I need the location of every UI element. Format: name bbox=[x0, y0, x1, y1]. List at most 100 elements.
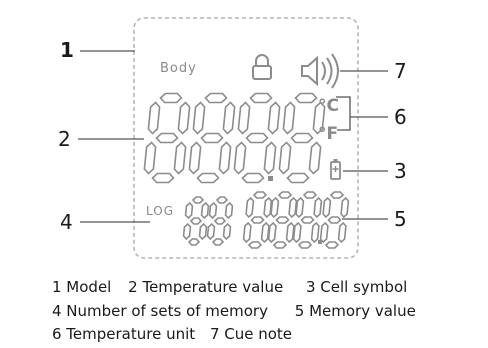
memory-value-digit-3-segment bbox=[310, 221, 320, 244]
memory-value-digit-4-segment bbox=[337, 221, 347, 244]
memory-value-digit-2-segment bbox=[275, 216, 290, 224]
memory-value-digit-1-segment bbox=[260, 221, 270, 244]
memory-set-digit-1-segment bbox=[182, 222, 192, 241]
memory-value-digit-3-segment bbox=[302, 191, 318, 199]
temperature-digit-1-segment bbox=[155, 132, 179, 144]
temperature-digit-1-segment bbox=[147, 101, 161, 135]
body-mode-label: Body bbox=[160, 61, 197, 76]
memory-value-digit-3 bbox=[292, 191, 323, 249]
memory-value-digit-2-segment bbox=[267, 221, 277, 244]
memory-set-digit-1-segment bbox=[184, 201, 194, 220]
memory-value-digit-4-segment bbox=[319, 221, 329, 244]
temperature-digit-1-segment bbox=[173, 141, 187, 175]
memory-set-digit-2-segment bbox=[211, 238, 225, 246]
temperature-digit-3-segment bbox=[267, 101, 281, 135]
callout-5: 5 bbox=[394, 207, 407, 231]
temperature-digit-4-segment bbox=[308, 141, 322, 175]
memory-value-digit-1-segment bbox=[252, 191, 268, 199]
temperature-digit-3-segment bbox=[263, 141, 277, 175]
memory-value-digit-1-segment bbox=[247, 241, 263, 249]
memory-value-digit-3-segment bbox=[300, 216, 315, 224]
memory-set-digit-1-segment bbox=[200, 201, 210, 220]
temperature-digit-3 bbox=[233, 92, 281, 184]
memory-set-digit-2-segment bbox=[224, 201, 234, 220]
temperature-digit-2-segment bbox=[218, 141, 232, 175]
legend-line-3: 6 Temperature unit 7 Cue note bbox=[52, 325, 292, 343]
memory-value-digit-2-segment bbox=[288, 196, 298, 219]
temperature-digit-1-segment bbox=[177, 101, 191, 135]
memory-decimal-point bbox=[318, 240, 322, 244]
memory-value-digit-3-segment bbox=[313, 196, 323, 219]
temperature-digit-1-segment bbox=[151, 172, 175, 184]
temperature-digit-3-segment bbox=[249, 92, 273, 104]
temperature-digit-3-segment bbox=[241, 172, 265, 184]
memory-value-digit-2-segment bbox=[277, 191, 293, 199]
temperature-decimal-point bbox=[268, 176, 273, 181]
callout-1: 1 bbox=[60, 38, 74, 62]
memory-value-digit-2 bbox=[267, 191, 298, 249]
memory-value-digit-4-segment bbox=[327, 216, 342, 224]
temperature-digit-1-segment bbox=[159, 92, 183, 104]
temperature-digit-4-segment bbox=[282, 101, 296, 135]
memory-value-digit-4-segment bbox=[322, 196, 332, 219]
temperature-digit-2-segment bbox=[200, 132, 224, 144]
temperature-digit-2-segment bbox=[196, 172, 220, 184]
memory-set-digit-1-segment bbox=[189, 217, 203, 225]
temperature-digit-4-segment bbox=[278, 141, 292, 175]
memory-set-digit-1-segment bbox=[198, 222, 208, 241]
memory-value-digit-1 bbox=[242, 191, 273, 249]
memory-value-digit-1-segment bbox=[263, 196, 273, 219]
temperature-digit-3-segment bbox=[237, 101, 251, 135]
memory-set-digit-1 bbox=[182, 196, 210, 246]
memory-value-digit-4-segment bbox=[329, 191, 345, 199]
memory-set-digit-1-segment bbox=[191, 196, 205, 204]
log-label: LOG bbox=[146, 204, 174, 218]
legend-item-temperature-value: 2 Temperature value bbox=[128, 278, 284, 296]
legend-item-cue-note: 7 Cue note bbox=[209, 325, 293, 343]
memory-set-digit-2-segment bbox=[206, 222, 216, 241]
memory-value-digit-1-segment bbox=[242, 221, 252, 244]
memory-value-digit-1-segment bbox=[250, 216, 265, 224]
memory-value-digit-3-segment bbox=[292, 221, 302, 244]
memory-set-digits bbox=[182, 196, 234, 246]
lcd-frame bbox=[133, 17, 359, 259]
memory-set-digit-2 bbox=[206, 196, 234, 246]
temperature-digit-3-segment bbox=[245, 132, 269, 144]
memory-value-digit-2-segment bbox=[270, 196, 280, 219]
memory-set-digit-1-segment bbox=[187, 238, 201, 246]
legend-line-1: 1 Model 2 Temperature value 3 Cell symbo… bbox=[52, 278, 407, 296]
legend-line-2: 4 Number of sets of memory 5 Memory valu… bbox=[52, 302, 416, 320]
temperature-digit-4 bbox=[278, 92, 326, 184]
battery-icon bbox=[330, 159, 341, 180]
temperature-digit-4-segment bbox=[290, 132, 314, 144]
memory-set-digit-2-segment bbox=[213, 217, 227, 225]
memory-value-digit-4 bbox=[319, 191, 350, 249]
fahrenheit-unit: °F bbox=[318, 124, 338, 144]
callout-4: 4 bbox=[60, 210, 73, 234]
temperature-digit-2-segment bbox=[222, 101, 236, 135]
memory-set-digit-2-segment bbox=[222, 222, 232, 241]
temperature-digit-4-segment bbox=[294, 92, 318, 104]
callout-2: 2 bbox=[58, 127, 71, 151]
legend-item-temperature-unit: 6 Temperature unit bbox=[52, 325, 196, 343]
memory-value-digit-3-segment bbox=[297, 241, 313, 249]
legend-item-memory-sets: 4 Number of sets of memory bbox=[52, 302, 268, 320]
callout-bracket-6 bbox=[336, 96, 388, 131]
temperature-digit-2 bbox=[188, 92, 236, 184]
memory-value-digit-3-segment bbox=[295, 196, 305, 219]
lock-icon bbox=[252, 54, 272, 80]
memory-value-digit-2-segment bbox=[285, 221, 295, 244]
memory-value-digit-2-segment bbox=[272, 241, 288, 249]
memory-value-digits bbox=[242, 191, 350, 249]
memory-value-digit-1-segment bbox=[245, 196, 255, 219]
temperature-digit-3-segment bbox=[233, 141, 247, 175]
legend-item-memory-value: 5 Memory value bbox=[294, 302, 416, 320]
callout-3: 3 bbox=[394, 159, 407, 183]
speaker-icon bbox=[301, 53, 339, 89]
legend-item-cell-symbol: 3 Cell symbol bbox=[306, 278, 408, 296]
memory-set-digit-2-segment bbox=[208, 201, 218, 220]
temperature-digits bbox=[143, 92, 326, 184]
memory-value-digit-4-segment bbox=[340, 196, 350, 219]
celsius-unit: °C bbox=[318, 96, 339, 116]
